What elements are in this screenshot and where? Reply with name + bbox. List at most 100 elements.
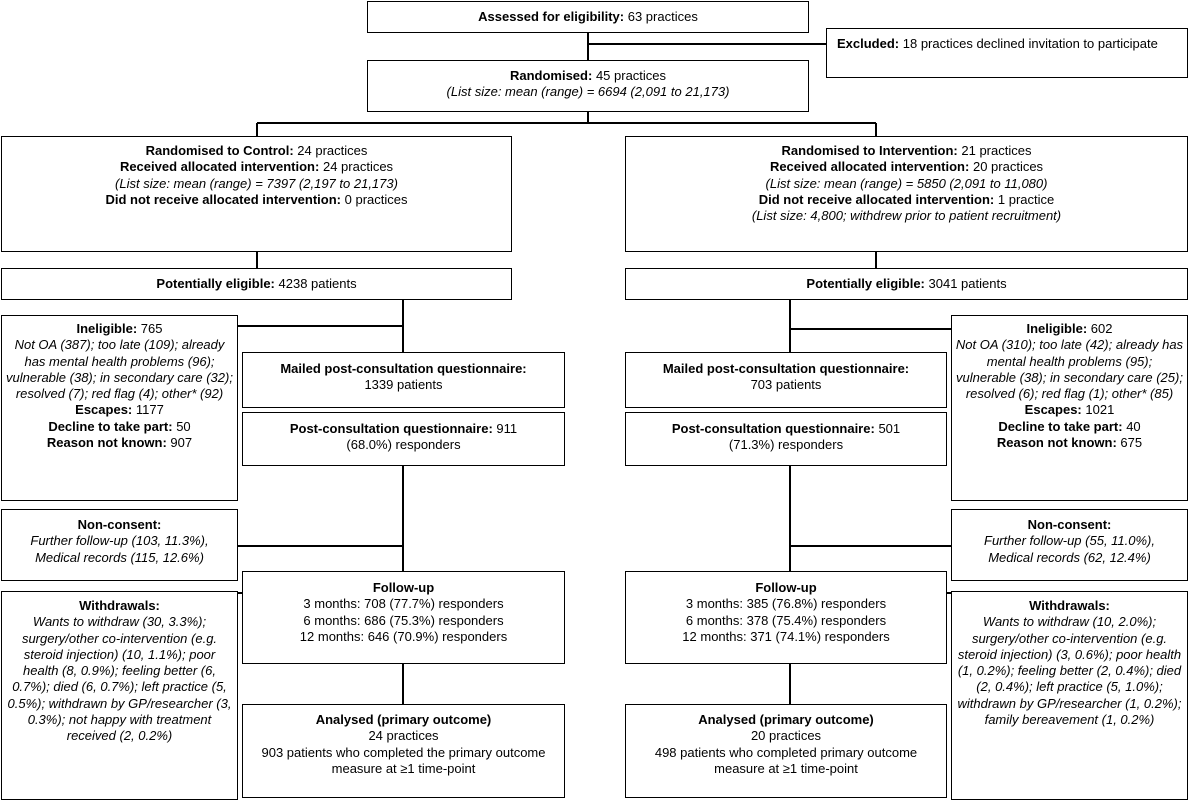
intervention-eligible-value: 3041 patients [928, 276, 1007, 291]
control-eligible-box: Potentially eligible: 4238 patients [1, 268, 512, 300]
control-mailed-label: Mailed post-consultation questionnaire: [280, 361, 527, 376]
intervention-list-size: (List size: mean (range) = 5850 (2,091 t… [765, 175, 1048, 191]
intervention-analysed-practices: 20 practices [750, 728, 822, 744]
intervention-followup-box: Follow-up 3 months: 385 (76.8%) responde… [625, 571, 947, 664]
intervention-eligible-box: Potentially eligible: 3041 patients [625, 268, 1188, 300]
control-analysed-label: Analysed (primary outcome) [315, 712, 492, 727]
control-received-label: Received allocated intervention: [119, 159, 320, 175]
control-nonconsent-l1: Further follow-up (103, 11.3%), [30, 533, 209, 549]
intervention-not-received-value: 1 practice [997, 191, 1055, 207]
control-ineligible-box: Ineligible: 765 Not OA (387); too late (… [1, 315, 238, 501]
control-received-value: 24 practices [322, 159, 394, 175]
intervention-eligible-label: Potentially eligible: [806, 276, 925, 291]
intervention-allocation-box: Randomised to Intervention: 21 practices… [625, 136, 1188, 252]
control-decline-label: Decline to take part: [48, 418, 173, 434]
control-nonconsent-label: Non-consent: [77, 517, 162, 532]
intervention-followup-label: Follow-up [755, 580, 817, 595]
control-list-size: (List size: mean (range) = 7397 (2,197 t… [115, 175, 398, 191]
assessed-value: 63 practices [627, 9, 698, 24]
intervention-nonconsent-l2: Medical records (62, 12.4%) [988, 549, 1151, 565]
assessed-box: Assessed for eligibility: 63 practices [367, 1, 809, 33]
intervention-nonconsent-label: Non-consent: [1027, 517, 1112, 532]
control-analysed-box: Analysed (primary outcome) 24 practices … [242, 704, 565, 798]
control-withdrawals-text: Wants to withdraw (30, 3.3%); surgery/ot… [7, 614, 232, 743]
control-postq-box: Post-consultation questionnaire: 911 (68… [242, 412, 565, 466]
randomised-label: Randomised: [509, 68, 593, 83]
intervention-analysed-patients: 498 patients who completed primary outco… [654, 744, 918, 776]
intervention-postq-value2: (71.3%) responders [728, 437, 844, 453]
intervention-unknown-value: 675 [1120, 434, 1143, 450]
control-nonconsent-l2: Medical records (115, 12.6%) [35, 549, 204, 565]
intervention-decline-label: Decline to take part: [998, 418, 1123, 434]
control-followup-box: Follow-up 3 months: 708 (77.7%) responde… [242, 571, 565, 664]
intervention-received-label: Received allocated intervention: [769, 159, 970, 175]
intervention-escapes-label: Escapes: [1024, 402, 1082, 418]
control-followup-12m: 12 months: 646 (70.9%) responders [299, 628, 508, 644]
intervention-mailed-label: Mailed post-consultation questionnaire: [662, 361, 910, 376]
control-postq-value: 911 [496, 421, 518, 436]
randomised-box: Randomised: 45 practices (List size: mea… [367, 60, 809, 112]
randomised-value: 45 practices [595, 68, 667, 83]
control-eligible-value: 4238 patients [278, 276, 357, 291]
intervention-randomised-value: 21 practices [961, 143, 1032, 158]
assessed-label: Assessed for eligibility: [478, 9, 625, 24]
control-ineligible-value: 765 [140, 321, 163, 336]
control-postq-value2: (68.0%) responders [346, 437, 461, 453]
intervention-ineligible-label: Ineligible: [1026, 321, 1088, 336]
intervention-withdrawals-text: Wants to withdraw (10, 2.0%); surgery/ot… [957, 614, 1182, 727]
control-not-received-value: 0 practices [344, 191, 408, 207]
intervention-decline-value: 40 [1126, 418, 1141, 434]
intervention-randomised-label: Randomised to Intervention: [781, 143, 958, 158]
intervention-followup-3m: 3 months: 385 (76.8%) responders [685, 596, 887, 612]
intervention-mailed-box: Mailed post-consultation questionnaire: … [625, 352, 947, 408]
excluded-value: 18 practices declined invitation to part… [902, 36, 1158, 51]
intervention-withdrawals-box: Withdrawals: Wants to withdraw (10, 2.0%… [951, 591, 1188, 800]
excluded-label: Excluded: [837, 36, 900, 51]
intervention-postq-value: 501 [878, 421, 901, 436]
control-ineligible-reasons: Not OA (387); too late (109); already ha… [6, 337, 233, 401]
control-unknown-value: 907 [170, 434, 193, 450]
control-withdrawals-box: Withdrawals: Wants to withdraw (30, 3.3%… [1, 591, 238, 800]
intervention-ineligible-reasons: Not OA (310); too late (42); already has… [955, 337, 1184, 401]
control-withdrawals-label: Withdrawals: [79, 598, 160, 613]
control-eligible-label: Potentially eligible: [156, 276, 275, 291]
intervention-analysed-box: Analysed (primary outcome) 20 practices … [625, 704, 947, 798]
control-allocation-box: Randomised to Control: 24 practices Rece… [1, 136, 512, 252]
intervention-followup-12m: 12 months: 371 (74.1%) responders [682, 628, 890, 644]
intervention-received-value: 20 practices [972, 159, 1044, 175]
control-analysed-practices: 24 practices [368, 728, 439, 744]
control-escapes-label: Escapes: [75, 402, 133, 418]
control-randomised-label: Randomised to Control: [145, 143, 294, 158]
control-followup-6m: 6 months: 686 (75.3%) responders [303, 612, 504, 628]
intervention-followup-6m: 6 months: 378 (75.4%) responders [685, 612, 887, 628]
intervention-unknown-label: Reason not known: [996, 434, 1117, 450]
control-randomised-value: 24 practices [297, 143, 368, 158]
control-postq-label: Post-consultation questionnaire: [289, 421, 493, 436]
control-analysed-patients: 903 patients who completed the primary o… [261, 744, 546, 776]
control-mailed-box: Mailed post-consultation questionnaire: … [242, 352, 565, 408]
control-unknown-label: Reason not known: [46, 434, 167, 450]
control-followup-3m: 3 months: 708 (77.7%) responders [303, 596, 504, 612]
control-nonconsent-box: Non-consent: Further follow-up (103, 11.… [1, 509, 238, 581]
intervention-escapes-value: 1021 [1085, 402, 1115, 418]
intervention-postq-box: Post-consultation questionnaire: 501 (71… [625, 412, 947, 466]
control-ineligible-label: Ineligible: [76, 321, 138, 336]
intervention-ineligible-value: 602 [1090, 321, 1113, 336]
intervention-postq-label: Post-consultation questionnaire: [671, 421, 875, 436]
intervention-ineligible-box: Ineligible: 602 Not OA (310); too late (… [951, 315, 1188, 501]
intervention-mailed-value: 703 patients [750, 377, 822, 393]
control-mailed-value: 1339 patients [364, 377, 443, 393]
randomised-list-size: (List size: mean (range) = 6694 (2,091 t… [446, 84, 730, 100]
intervention-analysed-label: Analysed (primary outcome) [698, 712, 874, 727]
intervention-nonconsent-box: Non-consent: Further follow-up (55, 11.0… [951, 509, 1188, 581]
intervention-withdrawals-label: Withdrawals: [1029, 598, 1110, 613]
control-escapes-value: 1177 [135, 402, 164, 418]
excluded-box: Excluded: 18 practices declined invitati… [826, 28, 1188, 78]
intervention-nonconsent-l1: Further follow-up (55, 11.0%), [984, 533, 1155, 549]
intervention-not-received-note: (List size: 4,800; withdrew prior to pat… [751, 208, 1062, 223]
control-followup-label: Follow-up [372, 580, 435, 595]
control-not-received-label: Did not receive allocated intervention: [105, 191, 342, 207]
intervention-not-received-label: Did not receive allocated intervention: [758, 191, 995, 207]
